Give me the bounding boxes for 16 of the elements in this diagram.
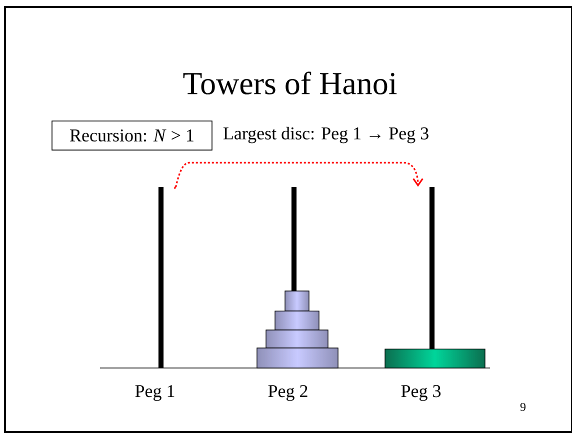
disc: [384, 348, 486, 368]
peg: [158, 186, 164, 368]
disc: [256, 348, 338, 368]
disc: [266, 330, 328, 348]
peg: [291, 187, 297, 291]
arrow: [174, 162, 424, 188]
title: Towers of Hanoi: [183, 72, 397, 94]
text-box: Recursion: N > 1: [52, 120, 212, 150]
disc: [274, 310, 320, 330]
page-number: 9: [520, 402, 526, 412]
disc: [284, 290, 310, 312]
peg: [429, 187, 435, 349]
peg-label: Peg 2: [268, 385, 308, 401]
peg-label: Peg 1: [135, 385, 174, 401]
peg-label: Peg 3: [401, 385, 441, 401]
note-text: Largest disc: Peg 1 → Peg 3: [223, 126, 428, 144]
